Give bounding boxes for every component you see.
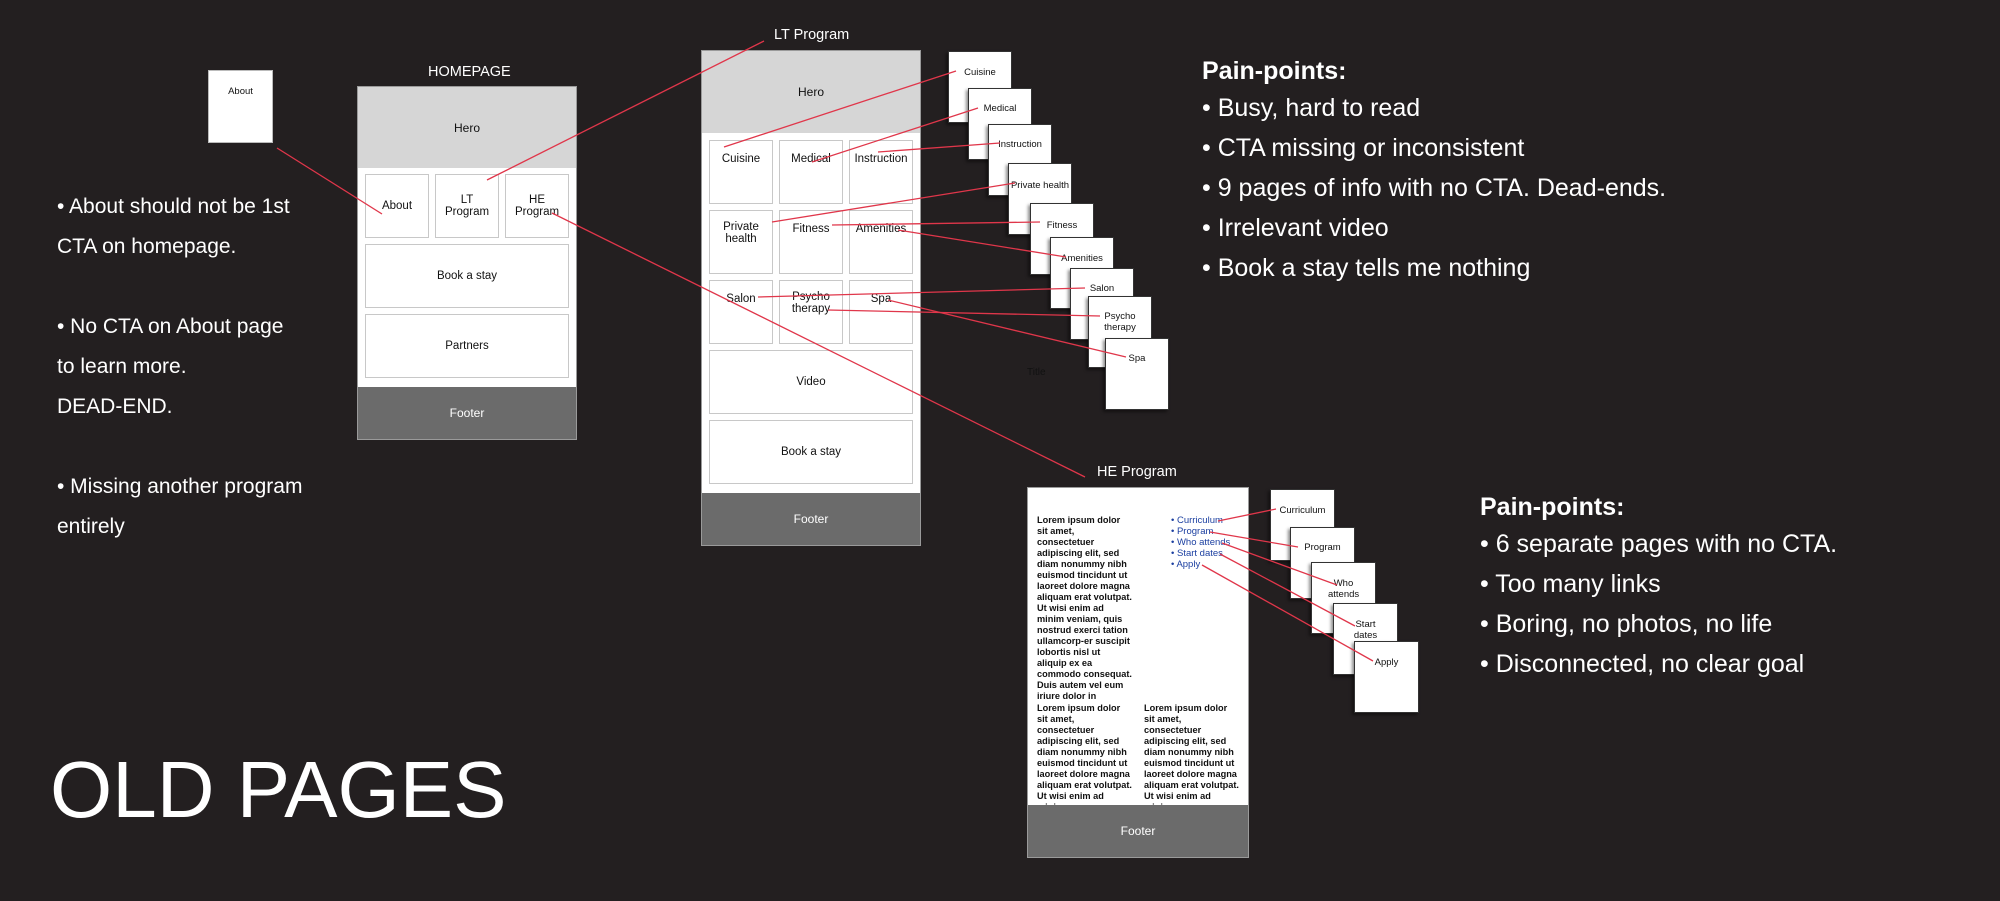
pain-point: • Too many links (1480, 570, 1661, 598)
he-program-wireframe: Lorem ipsum dolor sit amet, consectetuer… (1027, 487, 1249, 858)
pain-point: • CTA missing or inconsistent (1202, 134, 1525, 162)
card-label: Program (1304, 542, 1341, 553)
homepage-hero: Hero (358, 87, 576, 168)
pain-point: • Boring, no photos, no life (1480, 610, 1773, 638)
card-label: Who attends (1328, 578, 1360, 600)
lt-cell: Fitness (779, 210, 843, 274)
card-label: Amenities (1061, 253, 1103, 264)
homepage-label: HOMEPAGE (428, 64, 511, 80)
pain-points-title: Pain-points: (1480, 493, 1625, 521)
lt-cell: Medical (779, 140, 843, 204)
card-label: Salon (1089, 283, 1115, 294)
pain-point: • 9 pages of info with no CTA. Dead-ends… (1202, 174, 1667, 202)
pain-points-he: Pain-points: • 6 separate pages with no … (1480, 490, 1837, 684)
lt-cell: Cuisine (709, 140, 773, 204)
homepage-about-cell: About (365, 174, 429, 238)
note-line: to learn more. (57, 355, 187, 378)
homepage-footer: Footer (358, 387, 576, 439)
pain-point: • Book a stay tells me nothing (1202, 254, 1531, 282)
pain-point: • Busy, hard to read (1202, 94, 1421, 122)
note-line: • No CTA on About page (57, 315, 284, 338)
he-link-list: • Curriculum • Program • Who attends • S… (1171, 515, 1230, 570)
card-label: Start dates (1353, 619, 1378, 641)
card-label: Psycho therapy (1104, 311, 1136, 333)
card-label: Cuisine (964, 67, 996, 78)
lt-cell: Amenities (849, 210, 913, 274)
about-card-label: About (228, 86, 253, 97)
lt-footer: Footer (702, 493, 920, 545)
about-page-card: About (208, 70, 273, 143)
he-link[interactable]: • Who attends (1171, 537, 1231, 548)
note-line: • Missing another program (57, 475, 303, 498)
he-program-label: HE Program (1097, 464, 1177, 480)
homepage-wireframe: Hero About LT Program HE Program Book a … (357, 86, 577, 440)
lorem-text-block: Lorem ipsum dolor sit amet, consectetuer… (1144, 703, 1239, 812)
homepage-lt-program-cell: LT Program (435, 174, 499, 238)
lorem-text-block: Lorem ipsum dolor sit amet, consectetuer… (1037, 703, 1132, 812)
he-subpage-card: Apply (1354, 641, 1419, 713)
lt-cell: Instruction (849, 140, 913, 204)
page-title: OLD PAGES (50, 745, 507, 834)
lt-cell: Spa (849, 280, 913, 344)
lt-program-label: LT Program (774, 27, 850, 43)
lt-program-wireframe: Hero Cuisine Medical Instruction Private… (701, 50, 921, 546)
lt-book-cell: Book a stay (709, 420, 913, 484)
card-label: Fitness (1046, 220, 1078, 231)
lt-cell: Psycho therapy (779, 280, 843, 344)
card-label: Private health (1010, 180, 1070, 191)
homepage-partners-cell: Partners (365, 314, 569, 378)
pain-points-lt: Pain-points: • Busy, hard to read • CTA … (1202, 54, 1666, 288)
note-line: • About should not be 1st (57, 195, 290, 218)
stray-title-label: Title (1027, 367, 1046, 378)
card-label: Instruction (998, 139, 1042, 150)
card-label: Spa (1128, 353, 1146, 364)
he-link[interactable]: • Curriculum (1171, 515, 1223, 526)
lt-cell: Salon (709, 280, 773, 344)
card-label: Curriculum (1279, 505, 1326, 516)
homepage-notes: • About should not be 1st CTA on homepag… (57, 187, 302, 547)
homepage-book-cell: Book a stay (365, 244, 569, 308)
lorem-text-block: Lorem ipsum dolor sit amet, consectetuer… (1037, 515, 1132, 701)
he-link[interactable]: • Apply (1171, 559, 1201, 570)
he-footer: Footer (1028, 805, 1248, 857)
lt-hero: Hero (702, 51, 920, 133)
lt-cell: Private health (709, 210, 773, 274)
homepage-he-program-cell: HE Program (505, 174, 569, 238)
lt-video-cell: Video (709, 350, 913, 414)
he-link[interactable]: • Program (1171, 526, 1214, 537)
pain-point: • 6 separate pages with no CTA. (1480, 530, 1838, 558)
note-line: entirely (57, 515, 125, 538)
card-label: Apply (1374, 657, 1399, 668)
note-line: CTA on homepage. (57, 235, 237, 258)
card-label: Medical (983, 103, 1017, 114)
he-link[interactable]: • Start dates (1171, 548, 1223, 559)
lt-subpage-card: Spa (1105, 338, 1169, 410)
note-line: DEAD-END. (57, 395, 173, 418)
pain-point: • Disconnected, no clear goal (1480, 650, 1805, 678)
pain-point: • Irrelevant video (1202, 214, 1389, 242)
pain-points-title: Pain-points: (1202, 57, 1347, 85)
